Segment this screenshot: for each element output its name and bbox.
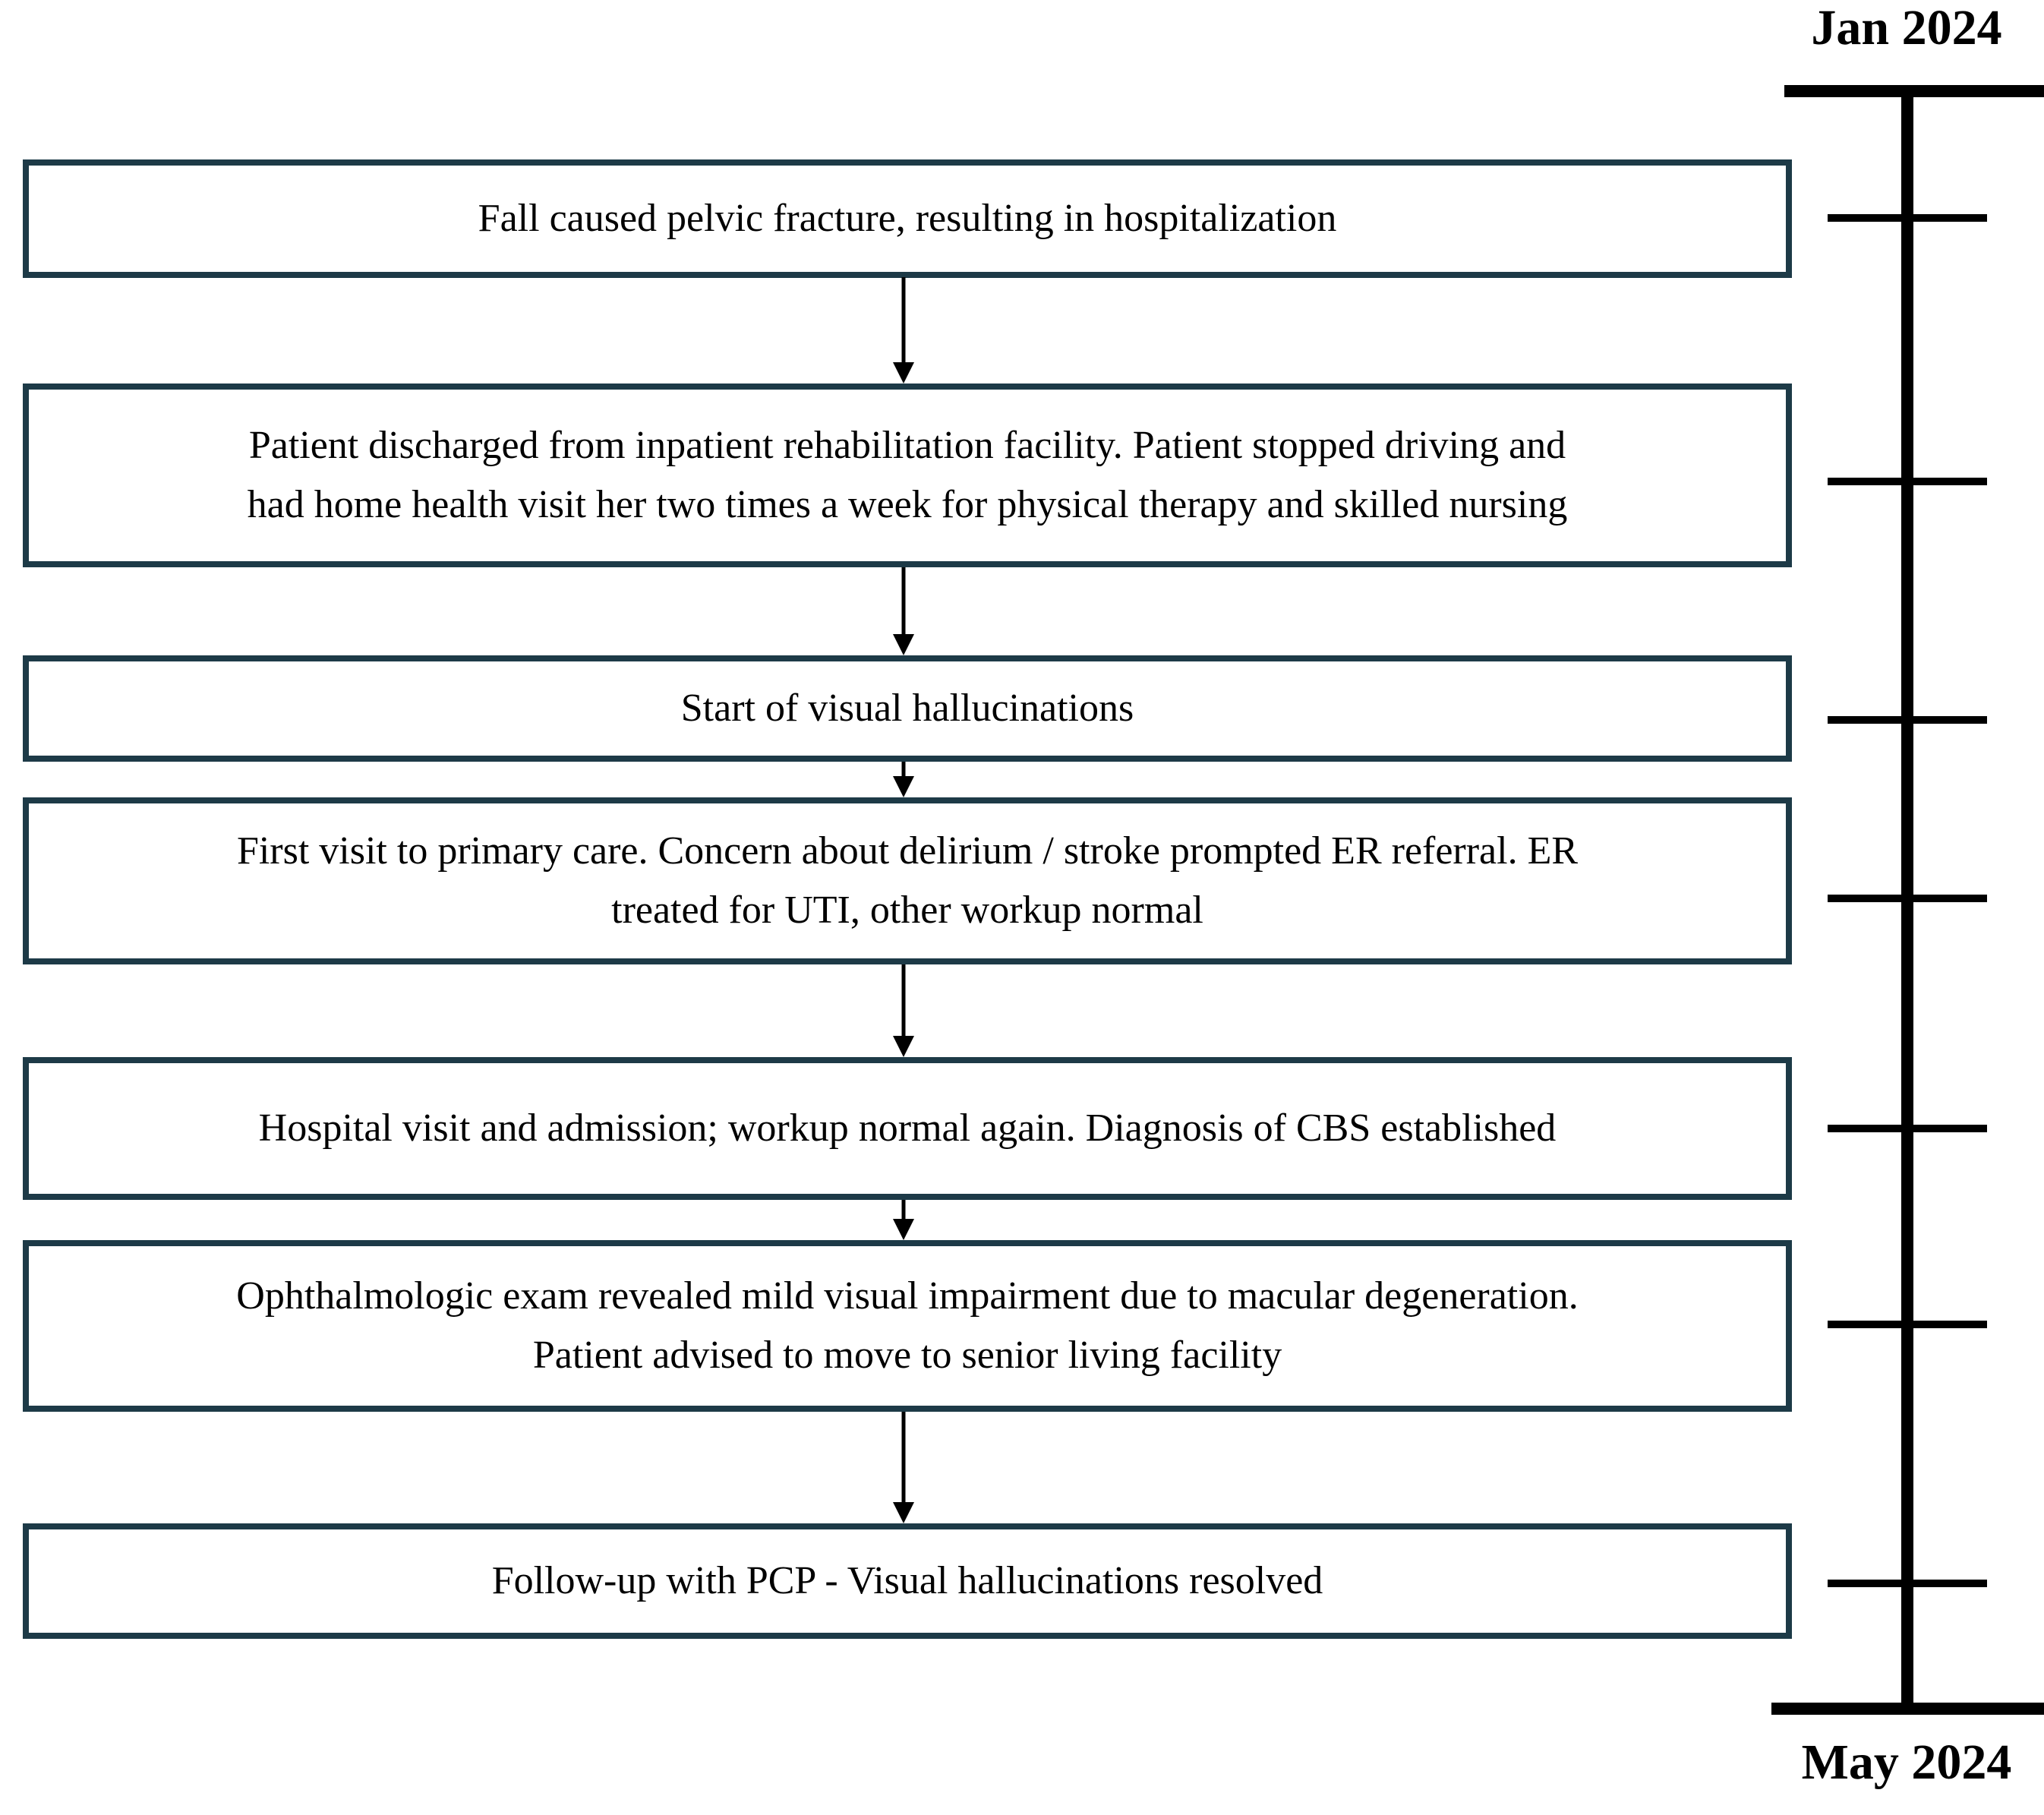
timeline-tick [1828,1321,1987,1328]
arrow-down-icon [892,567,915,655]
event-text: Ophthalmologic exam revealed mild visual… [236,1274,1579,1318]
arrow-stem [901,964,906,1036]
timeline-tick [1828,716,1987,724]
arrow-head [893,1036,914,1057]
timeline-tick [1828,478,1987,485]
arrow-stem [901,762,906,776]
event-box-primary-care-visit: First visit to primary care. Concern abo… [23,797,1792,964]
arrow-down-icon [892,762,915,797]
arrow-down-icon [892,1412,915,1523]
arrow-down-icon [892,277,915,384]
timeline-tick [1828,895,1987,902]
arrow-head [893,1219,914,1240]
event-text: Start of visual hallucinations [680,687,1134,730]
timeline-bottom-bar [1771,1703,2044,1715]
timeline-tick [1828,1580,1987,1587]
timeline-tick [1828,1125,1987,1132]
event-box-fall: Fall caused pelvic fracture, resulting i… [23,159,1792,278]
timeline-top-bar [1784,85,2044,97]
event-text: Patient advised to move to senior living… [532,1334,1282,1377]
arrow-stem [901,277,906,362]
event-box-discharge: Patient discharged from inpatient rehabi… [23,384,1792,567]
arrow-stem [901,1200,906,1219]
arrow-down-icon [892,964,915,1057]
event-text: had home health visit her two times a we… [247,483,1568,526]
event-text: Fall caused pelvic fracture, resulting i… [478,197,1337,240]
arrow-stem [901,567,906,634]
event-text: Patient discharged from inpatient rehabi… [248,424,1566,467]
timeline-end-label: May 2024 [1801,1735,2012,1790]
event-text: treated for UTI, other workup normal [611,889,1203,932]
timeline-tick [1828,214,1987,222]
arrow-head [893,776,914,797]
event-text: Hospital visit and admission; workup nor… [258,1106,1557,1150]
arrow-head [893,1502,914,1523]
timeline-start-label: Jan 2024 [1811,0,2002,55]
arrow-down-icon [892,1200,915,1240]
event-box-hospital-admission: Hospital visit and admission; workup nor… [23,1057,1792,1200]
event-text: First visit to primary care. Concern abo… [236,829,1579,873]
event-text: Follow-up with PCP - Visual hallucinatio… [491,1559,1323,1602]
arrow-head [893,362,914,384]
event-box-ophthalmologic-exam: Ophthalmologic exam revealed mild visual… [23,1240,1792,1412]
event-box-pcp-followup: Follow-up with PCP - Visual hallucinatio… [23,1523,1792,1639]
arrow-head [893,634,914,655]
event-box-hallucinations-start: Start of visual hallucinations [23,655,1792,762]
arrow-stem [901,1412,906,1502]
